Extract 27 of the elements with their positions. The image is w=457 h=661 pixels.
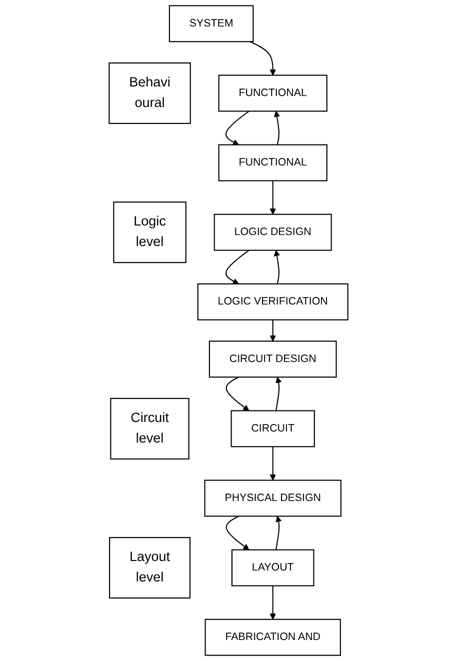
node-box: LAYOUT xyxy=(231,549,314,586)
arrow xyxy=(274,110,280,145)
node-box: FUNCTIONAL xyxy=(218,74,328,112)
arrow xyxy=(226,376,250,411)
arrow xyxy=(226,110,250,146)
node-box: CIRCUIT DESIGN xyxy=(208,340,337,378)
node-box: LOGIC VERIFICATION xyxy=(197,283,348,320)
arrow xyxy=(270,180,276,215)
arrow xyxy=(274,250,280,284)
node-box: CIRCUIT xyxy=(230,410,315,448)
node-box: LOGIC DESIGN xyxy=(214,214,332,251)
arrow xyxy=(270,586,276,620)
arrow xyxy=(270,320,276,342)
arrow xyxy=(226,250,250,284)
arrow xyxy=(250,41,276,76)
node-box: Circuit level xyxy=(110,398,190,460)
node-box: Logic level xyxy=(113,202,186,264)
node-box: PHYSICAL DESIGN xyxy=(204,480,342,517)
arrow xyxy=(270,446,276,481)
arrow xyxy=(226,516,250,550)
node-box: SYSTEM xyxy=(168,5,254,42)
arrow xyxy=(275,516,282,550)
node-box: FUNCTIONAL xyxy=(218,144,328,182)
node-box: Behavi oural xyxy=(108,62,191,124)
node-box: FABRICATION AND xyxy=(204,618,341,656)
arrow xyxy=(275,376,282,411)
node-box: Layout level xyxy=(109,537,191,599)
